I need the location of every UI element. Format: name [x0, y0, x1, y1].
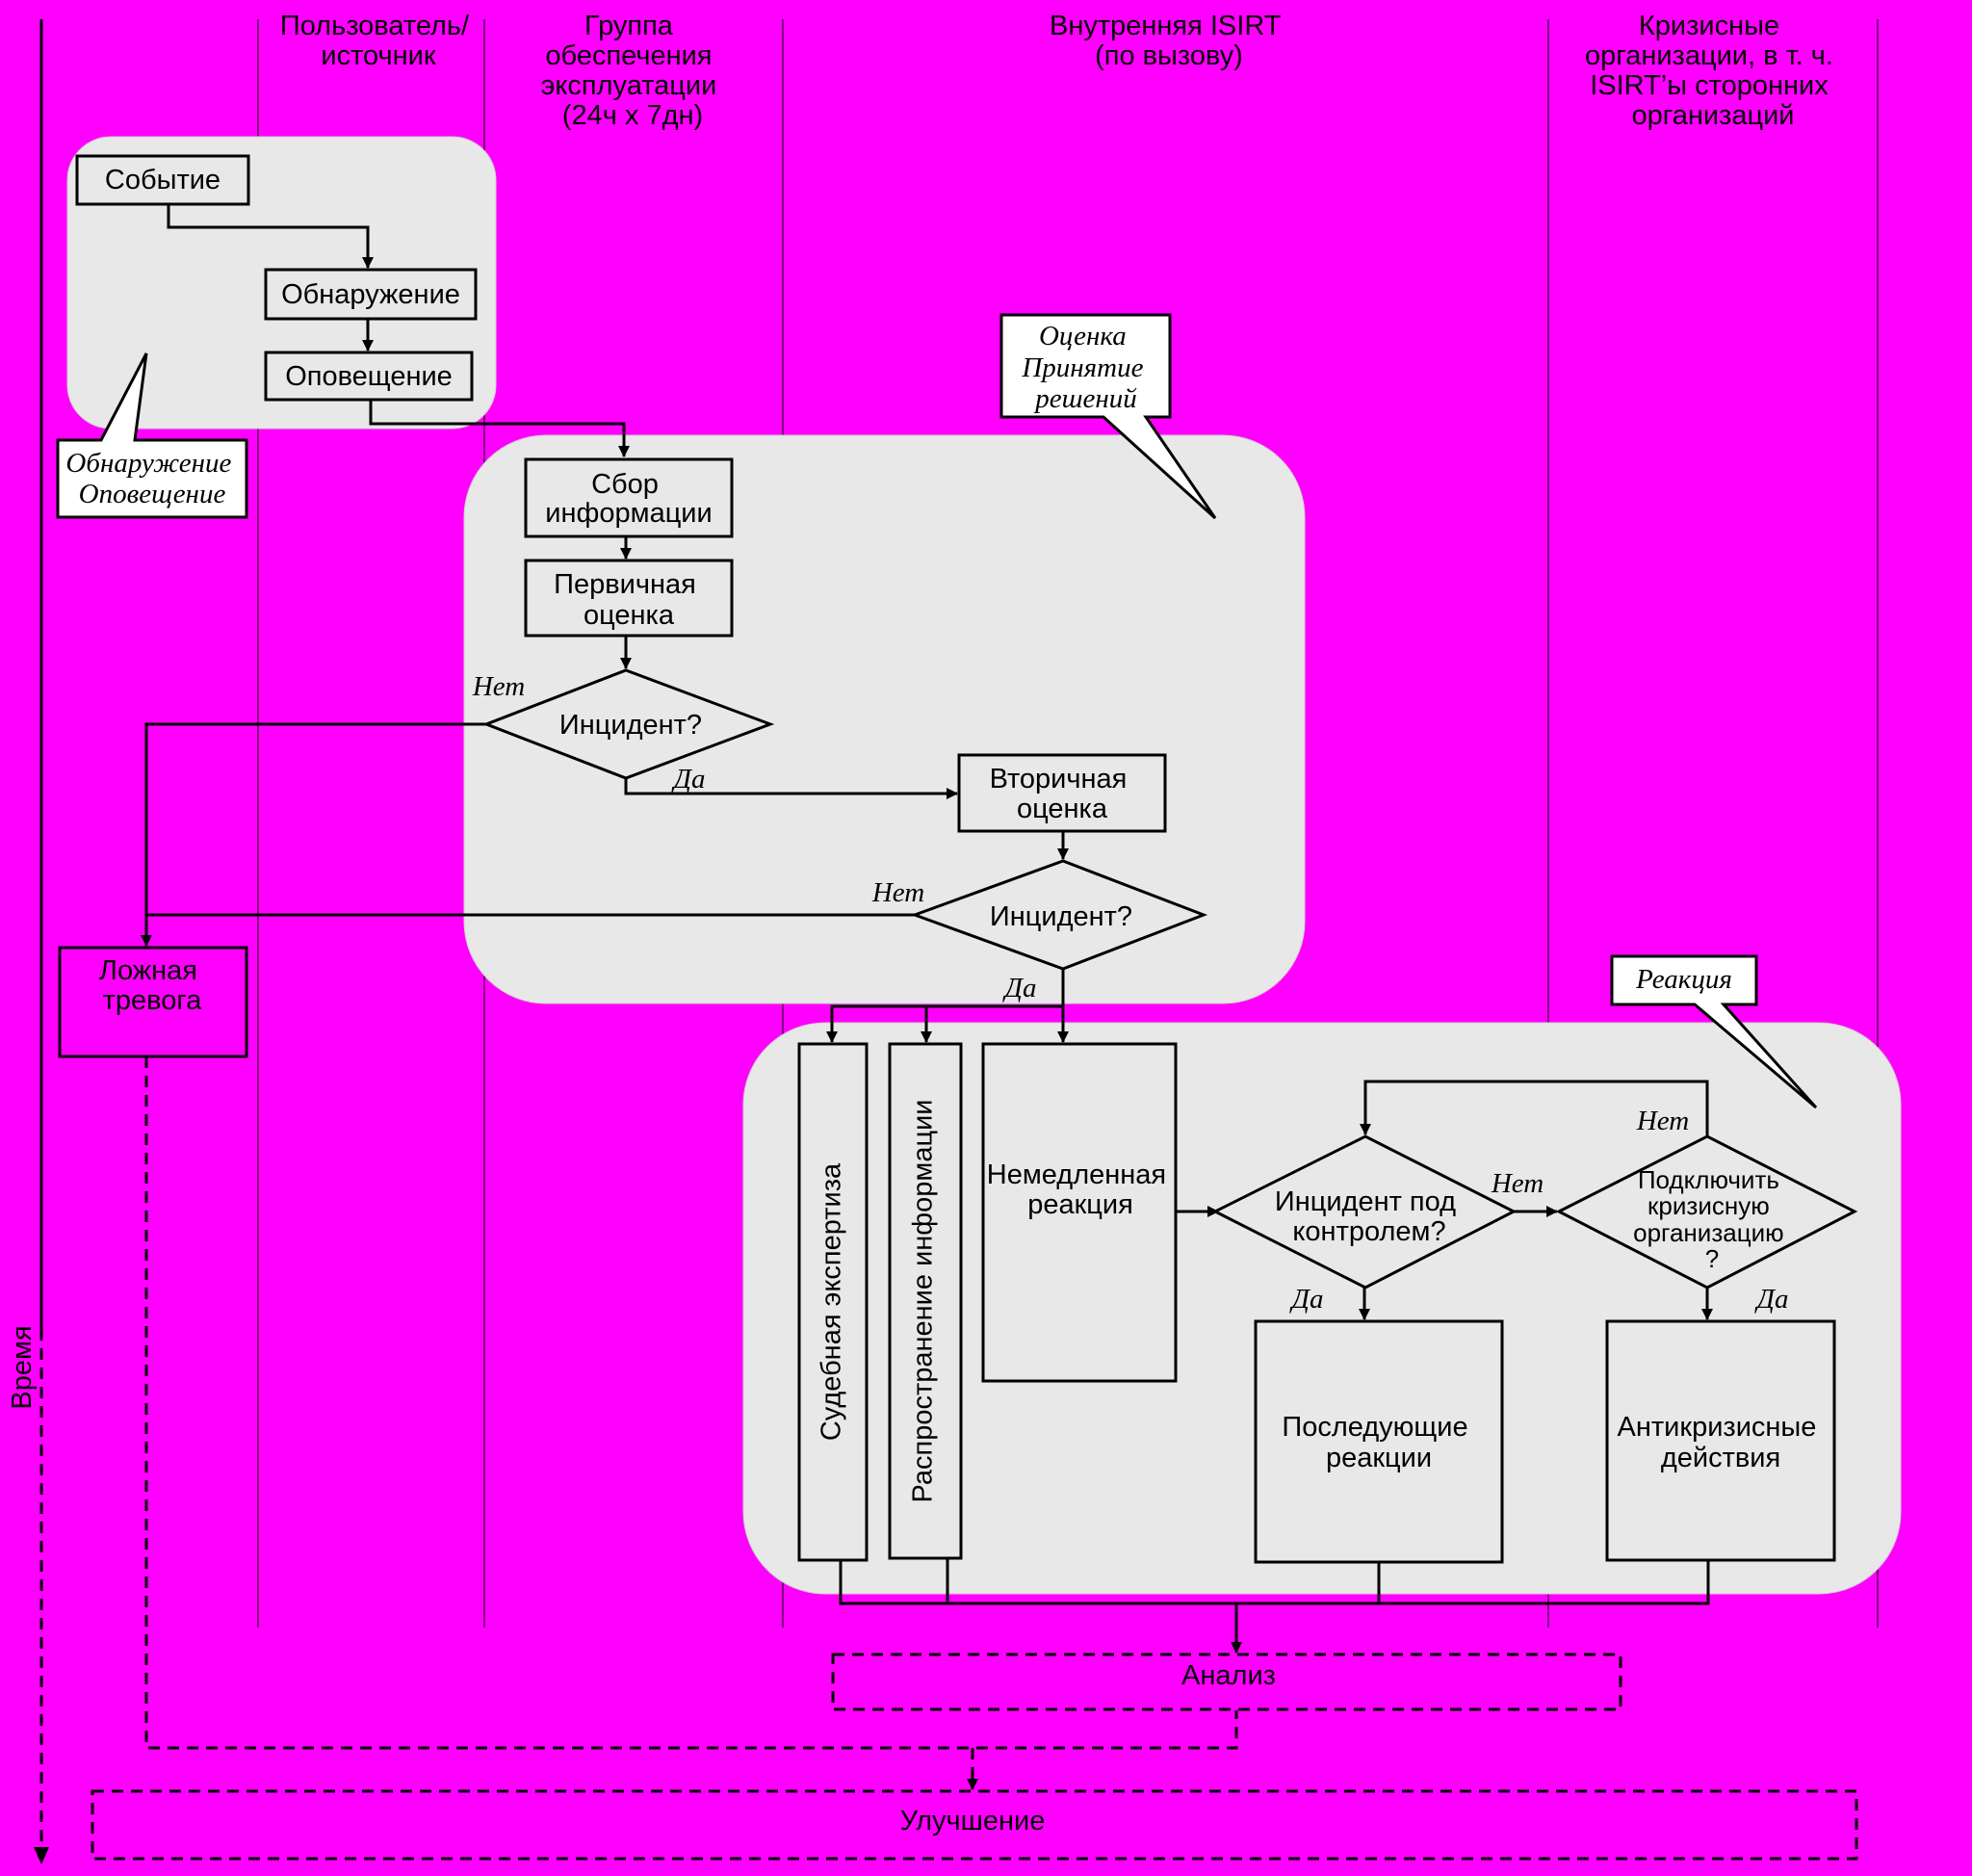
immediate-response-box — [981, 1042, 1178, 1383]
lane-header-ops-l1: Группа — [584, 11, 674, 41]
analysis-box — [831, 1653, 1622, 1711]
under-control-label: Инцидент под контролем? — [1275, 1186, 1464, 1247]
lane-header-user: Пользователь/ источник — [280, 11, 477, 71]
lane-header-crisis-l4: организаций — [1632, 100, 1795, 131]
immediate-response-l2: реакция — [1027, 1189, 1133, 1220]
svg-text:Реакция: Реакция — [1635, 964, 1732, 995]
branch-no-4: Нет — [1636, 1106, 1689, 1136]
incident-decision-2-label: Инцидент? — [990, 901, 1132, 932]
lane-header-crisis: Кризисные организации, в т. ч. ISIRT’ы с… — [1585, 11, 1841, 131]
subsequent-responses-l2: реакции — [1326, 1443, 1432, 1473]
primary-assessment-label: Первичная оценка — [554, 569, 704, 631]
distribution-box — [888, 1042, 963, 1560]
lane-header-ops-l2: обеспечения — [545, 40, 712, 71]
anticrisis-box — [1605, 1319, 1836, 1562]
secondary-assessment-label: Вторичная оценка — [990, 764, 1135, 824]
detection-label: Обнаружение — [281, 279, 460, 310]
anticrisis-l1: Антикризисные — [1618, 1412, 1817, 1443]
incident-decision-1 — [481, 668, 775, 780]
immediate-response-label: Немедленная реакция — [987, 1159, 1174, 1220]
lane-header-isirt: Внутренняя ISIRT (по вызову) — [1050, 11, 1288, 71]
detection-box — [264, 268, 478, 321]
collect-info-l1: Сбор — [591, 469, 659, 500]
callout-assess-l2: Принятие — [1021, 352, 1143, 383]
collect-info-l2: информации — [545, 498, 712, 529]
lane-header-ops: Группа обеспечения эксплуатации (24ч x 7… — [541, 11, 725, 131]
distribution-label: Распространение информации — [908, 1100, 939, 1503]
subsequent-responses-l1: Последующие — [1282, 1412, 1467, 1443]
improvement-box — [91, 1789, 1858, 1861]
primary-assessment-l2: оценка — [584, 600, 675, 631]
analysis-label: Анализ — [1181, 1660, 1276, 1691]
incident-decision-1-label: Инцидент? — [559, 710, 702, 741]
subsequent-responses-box — [1254, 1319, 1504, 1564]
time-axis-label: Время — [7, 1325, 38, 1409]
callout-respond: Реакция — [1610, 954, 1818, 1109]
svg-text:Обнаружение Оповещение: Обнаружение Оповещение — [65, 448, 238, 509]
crisis-org-l4: ? — [1705, 1244, 1719, 1273]
anticrisis-l2: действия — [1661, 1443, 1780, 1473]
lane-headers: Пользователь/ источник Группа обеспечени… — [280, 11, 1841, 131]
branch-yes-1: Да — [671, 764, 706, 795]
callout-assess-l1: Оценка — [1039, 321, 1127, 352]
secondary-assessment-l1: Вторичная — [990, 764, 1128, 795]
branch-yes-2: Да — [1002, 973, 1037, 1003]
event-box — [75, 154, 250, 206]
dashed-connectors — [144, 1056, 1238, 1790]
collect-info-box — [524, 457, 734, 538]
callout-respond-l1: Реакция — [1635, 964, 1732, 995]
false-alarm-label: Ложная тревога — [99, 955, 205, 1016]
branch-no-3: Нет — [1491, 1168, 1544, 1199]
false-alarm-l1: Ложная — [99, 955, 197, 986]
false-alarm-box — [58, 946, 248, 1058]
time-axis: Время — [7, 19, 49, 1864]
crisis-org-l2: кризисную — [1648, 1191, 1770, 1220]
branch-no-2: Нет — [871, 877, 924, 908]
lane-header-crisis-l2: организации, в т. ч. — [1585, 40, 1833, 71]
anticrisis-label: Антикризисные действия — [1618, 1412, 1825, 1473]
under-control-l2: контролем? — [1292, 1216, 1445, 1247]
crisis-org-label: Подключить кризисную организацию ? — [1633, 1165, 1791, 1273]
callout-detect-l1: Обнаружение — [65, 448, 231, 479]
incident-decision-2 — [910, 859, 1208, 971]
primary-assessment-l1: Первичная — [554, 569, 696, 600]
false-alarm-l2: тревога — [103, 985, 203, 1016]
branch-yes-4: Да — [1754, 1284, 1789, 1315]
primary-assessment-box — [524, 559, 734, 638]
branch-labels: Нет Да Нет Да Нет Да Нет Да — [472, 671, 1789, 1315]
lane-header-user-l2: источник — [321, 40, 435, 71]
lane-header-isirt-l1: Внутренняя ISIRT — [1050, 11, 1282, 41]
crisis-org-l1: Подключить — [1638, 1165, 1779, 1194]
callout-assess: Оценка Принятие решений — [999, 313, 1217, 520]
lane-header-user-l1: Пользователь/ — [280, 11, 470, 41]
secondary-assessment-l2: оценка — [1017, 794, 1108, 824]
secondary-assessment-box — [957, 753, 1167, 833]
callout-detect-l2: Оповещение — [79, 479, 226, 509]
crisis-org-decision — [1555, 1134, 1858, 1290]
under-control-decision — [1211, 1134, 1518, 1290]
subsequent-responses-label: Последующие реакции — [1282, 1412, 1475, 1473]
connectors — [141, 204, 1713, 1654]
notification-box — [264, 351, 474, 402]
lane-header-ops-l4: (24ч x 7дн) — [562, 100, 703, 131]
event-label: Событие — [105, 165, 221, 195]
forensics-label: Судебная экспертиза — [817, 1162, 847, 1441]
forensics-box — [797, 1042, 869, 1562]
lane-header-isirt-l2: (по вызову) — [1095, 40, 1243, 71]
crisis-org-l3: организацию — [1633, 1218, 1783, 1247]
improvement-label: Улучшение — [900, 1806, 1046, 1837]
lane-header-ops-l3: эксплуатации — [541, 70, 717, 101]
under-control-l1: Инцидент под — [1275, 1186, 1456, 1217]
lane-header-crisis-l3: ISIRT’ы сторонних — [1590, 70, 1829, 101]
lane-header-crisis-l1: Кризисные — [1639, 11, 1779, 41]
branch-yes-3: Да — [1289, 1284, 1324, 1315]
svg-text:Оценка Принятие ре: Оценка Принятие решений — [1021, 321, 1150, 414]
callout-assess-l3: решений — [1033, 383, 1137, 414]
collect-info-label: Сбор информации — [545, 469, 712, 529]
immediate-response-l1: Немедленная — [987, 1159, 1166, 1190]
notification-label: Оповещение — [285, 361, 453, 392]
branch-no-1: Нет — [472, 671, 525, 702]
callout-detect: Обнаружение Оповещение — [56, 352, 248, 519]
